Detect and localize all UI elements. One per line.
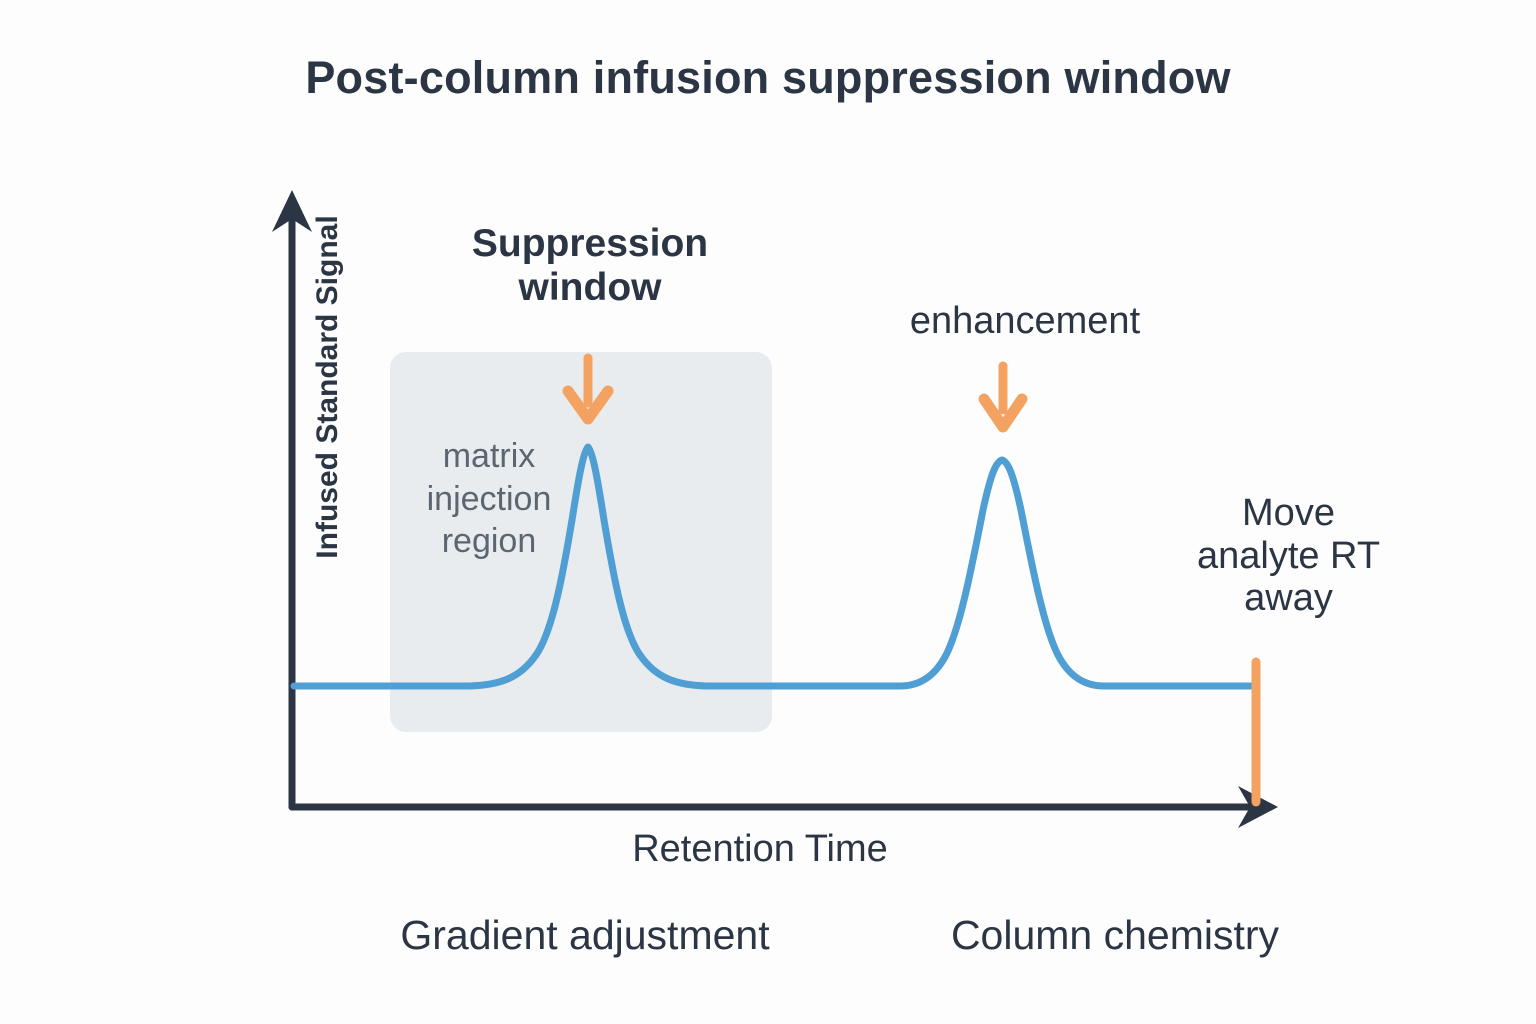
caption-gradient-adjustment: Gradient adjustment [400, 912, 770, 958]
annotation-matrix-injection-region: matrix injection region [404, 435, 574, 563]
infused-standard-trace [290, 443, 1257, 690]
page-title: Post-column infusion suppression window [305, 52, 1231, 103]
matrix-injection-region-shading [390, 352, 772, 732]
annotation-matrix-line-1: matrix [442, 437, 536, 475]
annotation-move-line-1: Move [1242, 492, 1335, 534]
annotation-move-line-2: analyte RT [1196, 534, 1381, 577]
annotation-suppression-window: Suppression window [430, 222, 750, 309]
suppression-marker-arrow-icon [562, 353, 614, 425]
y-axis [272, 190, 312, 811]
annotation-enhancement: enhancement [909, 300, 1141, 342]
x-axis-label: Retention Time [632, 828, 888, 870]
annotation-move-analyte-rt: Move analyte RT away [1186, 492, 1391, 620]
annotation-matrix-line-2: injection [426, 479, 552, 518]
annotation-move-line-3: away [1244, 577, 1333, 620]
enhancement-marker-arrow-icon [978, 361, 1028, 433]
annotation-suppression-line-1: Suppression [471, 222, 709, 265]
x-axis [288, 786, 1278, 828]
annotation-suppression-line-2: window [518, 265, 662, 309]
caption-column-chemistry: Column chemistry [950, 912, 1280, 958]
annotation-matrix-line-3: region [441, 522, 537, 560]
